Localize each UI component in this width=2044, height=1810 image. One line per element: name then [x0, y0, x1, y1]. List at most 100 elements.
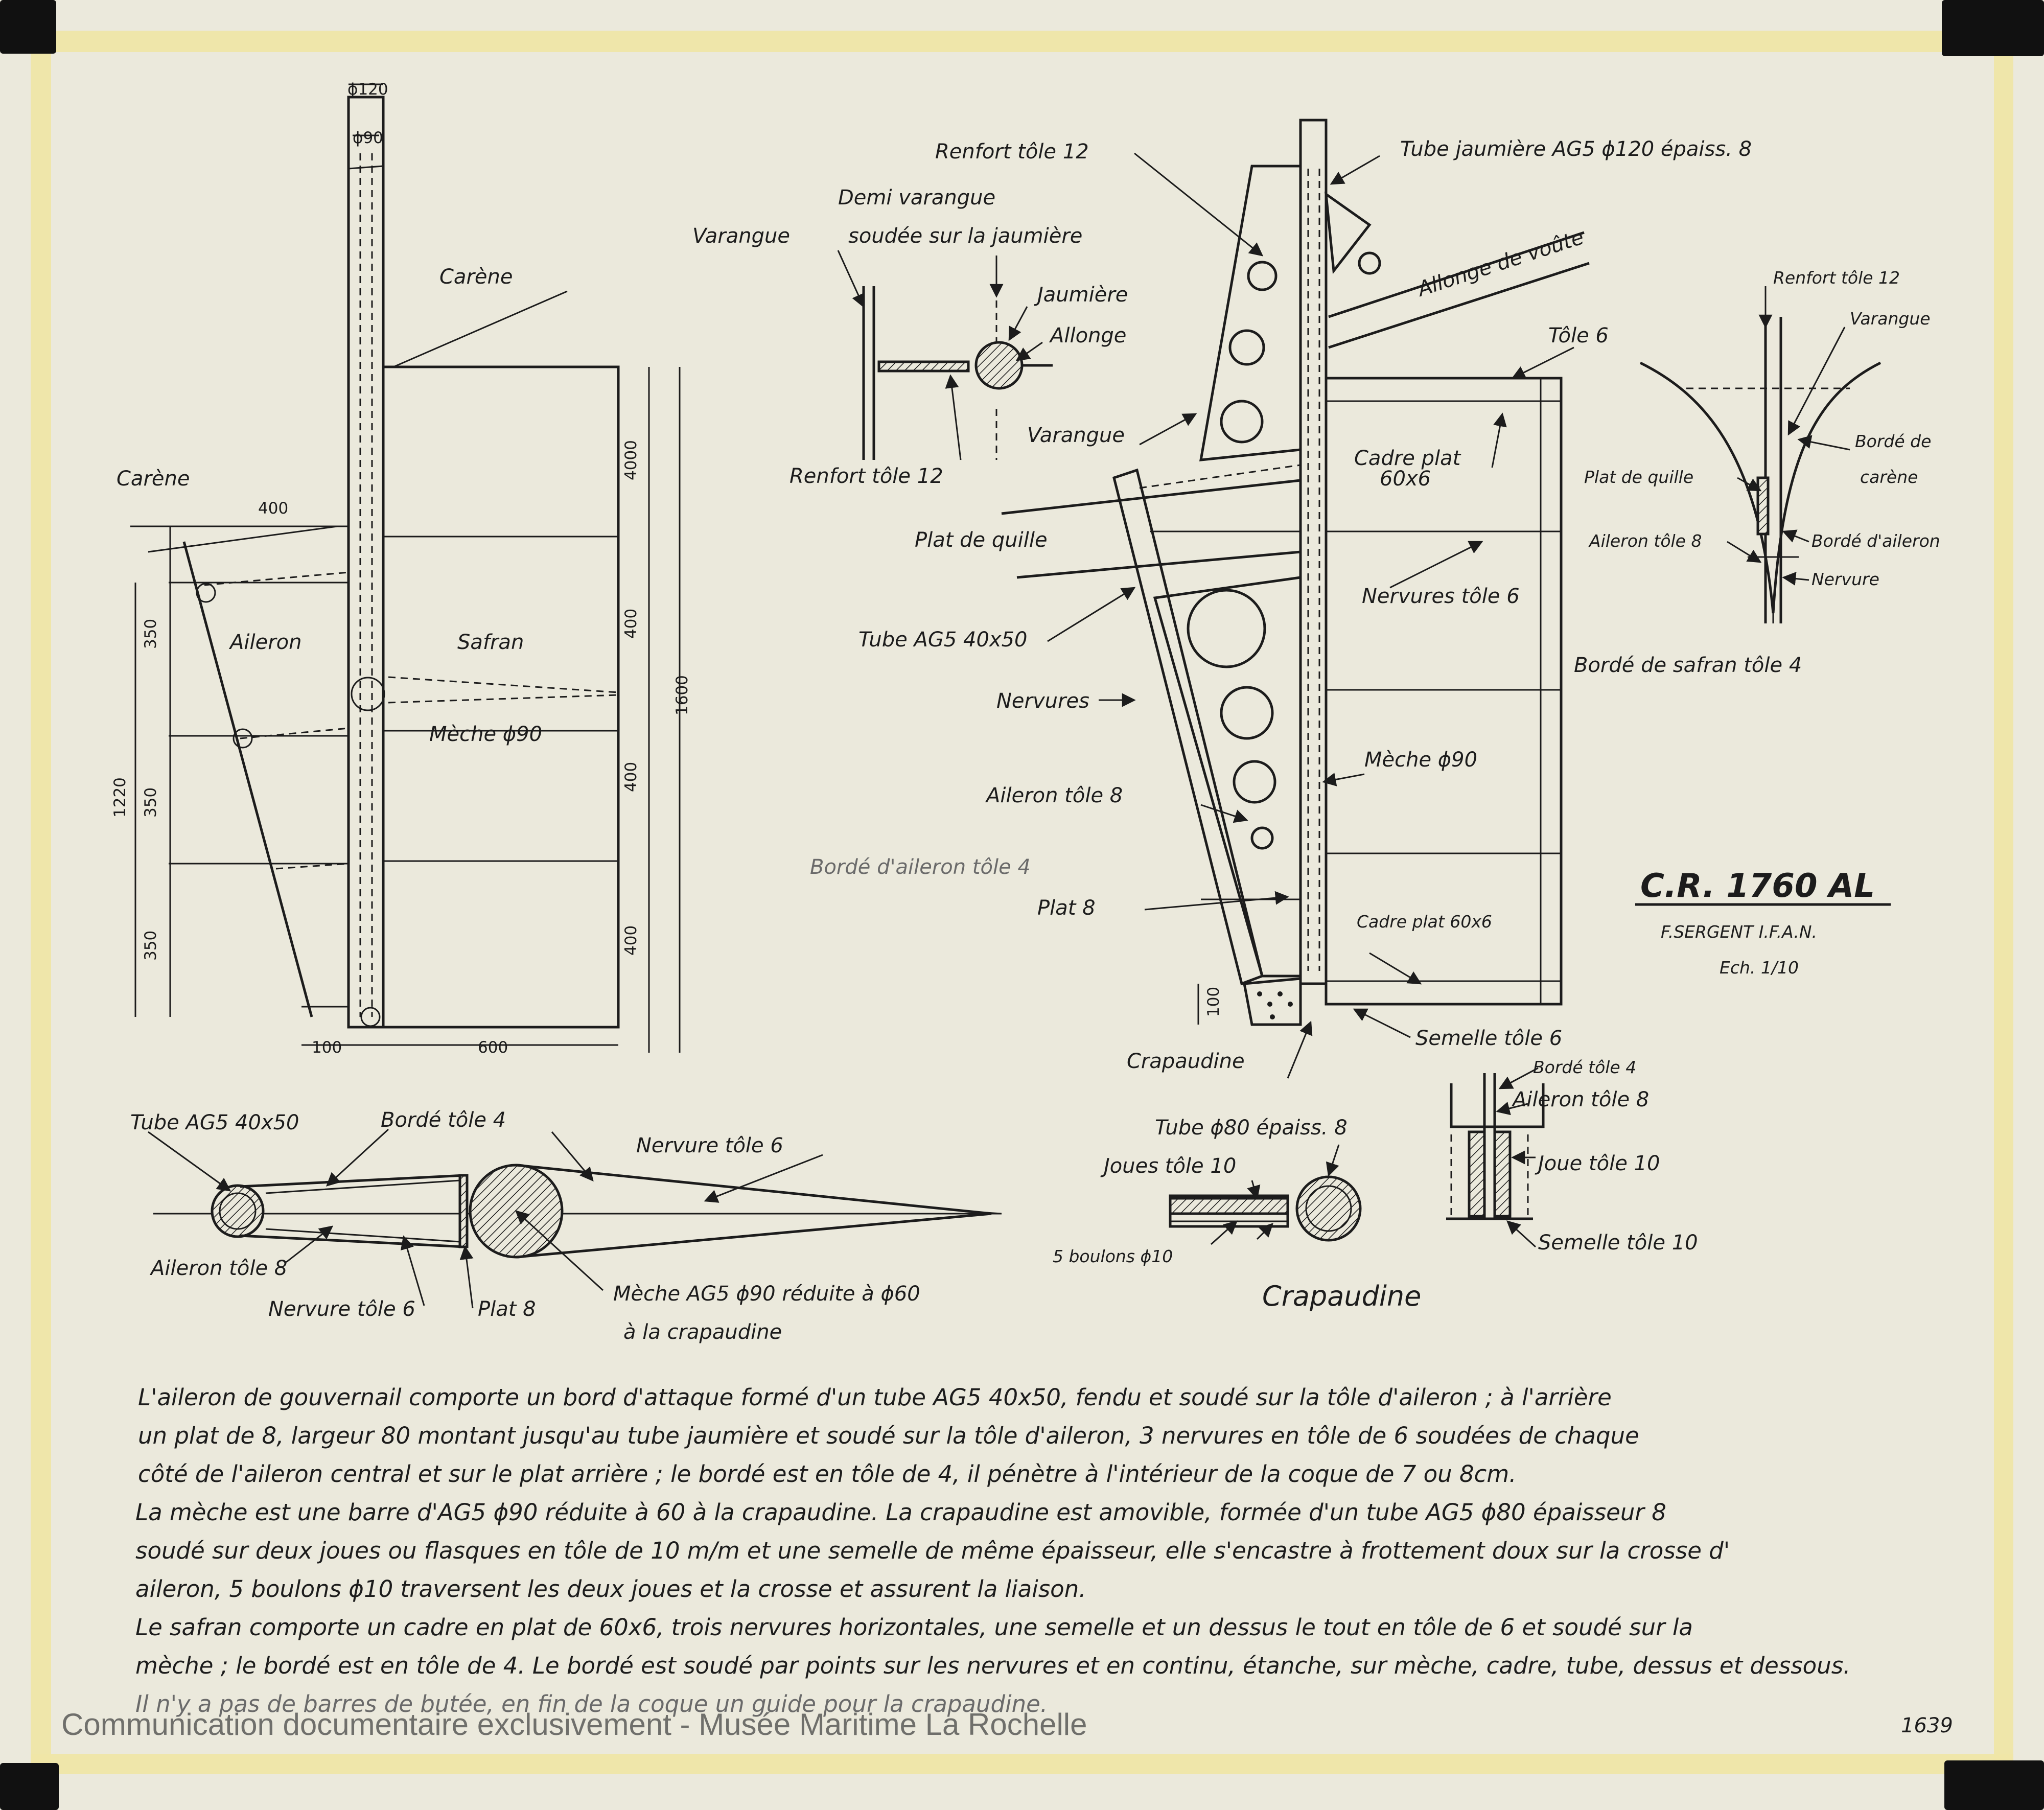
label-aileron: Aileron — [228, 631, 301, 654]
varangue-detail: Demi varangue soudée sur la jaumière Var… — [692, 186, 1128, 488]
label-demi-varangue: Demi varangue — [838, 186, 995, 210]
corner-clip-top-left — [0, 0, 56, 54]
label-cadre-plat: Cadre plat — [1354, 447, 1461, 470]
label-carene-left: Carène — [117, 467, 190, 491]
tape-bottom — [31, 1754, 2013, 1774]
dim-100: 100 — [312, 1038, 342, 1057]
label-renfort-detail: Renfort tôle 12 — [789, 465, 943, 488]
dim-phi90: ϕ90 — [353, 129, 383, 147]
side-view: Carène Carène Aileron Safran Mèche ϕ90 ϕ… — [111, 80, 691, 1057]
note-line: Il n'y a pas de barres de butée, en fin … — [135, 1690, 1048, 1718]
label-carene-top: Carène — [439, 265, 513, 289]
label-jaumiere: Jaumière — [1034, 283, 1128, 307]
safran-outline — [382, 365, 620, 1029]
label-semelle-joint: Semelle tôle 10 — [1538, 1231, 1698, 1255]
label-tole6: Tôle 6 — [1548, 324, 1609, 347]
label-plat-quille-right: Plat de quille — [1584, 467, 1693, 487]
label-tube-jaumiere: Tube jaumière AG5 ϕ120 épaiss. 8 — [1400, 137, 1752, 161]
corner-clip-bottom-left — [0, 1763, 59, 1810]
dim-600: 600 — [478, 1038, 508, 1057]
label-boulons: 5 boulons ϕ10 — [1053, 1246, 1173, 1266]
label-borde-safran: Bordé de safran tôle 4 — [1574, 654, 1802, 677]
label-nervure-bot-profile: Nervure tôle 6 — [268, 1297, 415, 1321]
label-aileron-joint: Aileron tôle 8 — [1511, 1088, 1649, 1111]
label-soudee-jaumiere: soudée sur la jaumière — [848, 224, 1082, 248]
label-plat-quille: Plat de quille — [915, 528, 1048, 552]
label-allonge: Allonge — [1049, 324, 1126, 347]
label-joues-crapaudine: Joues tôle 10 — [1100, 1154, 1236, 1178]
corner-clip-top-right — [1942, 0, 2044, 56]
label-aileron-tole8: Aileron tôle 8 — [985, 784, 1123, 807]
author: F.SERGENT I.F.A.N. — [1661, 922, 1817, 942]
title-block: C.R. 1760 AL F.SERGENT I.F.A.N. Ech. 1/1… — [1635, 867, 1891, 978]
keel-section: Renfort tôle 12 Varangue Bordé de carène… — [1584, 268, 1940, 623]
dim-400-c: 400 — [622, 925, 640, 956]
dim-350-a: 350 — [142, 619, 160, 649]
corner-clip-bottom-right — [1944, 1760, 2044, 1810]
tape-right — [1994, 31, 2013, 1773]
label-borde-profile: Bordé tôle 4 — [381, 1108, 506, 1132]
profile-section: Tube AG5 40x50 Bordé tôle 4 Nervure tôle… — [130, 1108, 1002, 1344]
dim-100-crapaudine: 100 — [1204, 987, 1223, 1017]
label-safran: Safran — [457, 631, 524, 654]
label-tube-profile: Tube AG5 40x50 — [130, 1111, 299, 1134]
label-renfort-right: Renfort tôle 12 — [1773, 268, 1900, 288]
label-nervure-right: Nervure — [1811, 569, 1879, 589]
rudder-stock-tube — [347, 96, 385, 1029]
label-varangue-right: Varangue — [1850, 309, 1931, 329]
label-varangue: Varangue — [1027, 424, 1125, 447]
label-allonge-voute: Allonge de voûte — [1413, 225, 1587, 301]
archive-number: 1639 — [1901, 1714, 1953, 1737]
label-plat-profile: Plat 8 — [478, 1297, 536, 1321]
label-meche-90: Mèche ϕ90 — [1364, 748, 1477, 772]
label-cadre-plat-60x6: Cadre plat 60x6 — [1357, 912, 1492, 932]
note-line: aileron, 5 boulons ϕ10 traversent les de… — [135, 1575, 1086, 1603]
notes: L'aileron de gouvernail comporte un bord… — [135, 1384, 1850, 1718]
label-nervures-tole6: Nervures tôle 6 — [1362, 585, 1520, 608]
dim-400-a: 400 — [622, 609, 640, 639]
joint-detail: Bordé tôle 4 Aileron tôle 8 Joue tôle 10… — [1446, 1057, 1698, 1255]
dim-phi120: ϕ120 — [347, 80, 388, 99]
watermark: Communication documentaire exclusivement… — [61, 1707, 1087, 1742]
tape-left — [31, 31, 51, 1773]
label-meche-profile-1: Mèche AG5 ϕ90 réduite à ϕ60 — [613, 1282, 920, 1306]
label-cadre-plat-dim: 60x6 — [1380, 467, 1431, 491]
label-borde-aileron: Bordé d'aileron tôle 4 — [810, 855, 1031, 879]
dim-350-c: 350 — [142, 931, 160, 961]
label-nervures: Nervures — [996, 689, 1089, 713]
label-aileron-profile: Aileron tôle 8 — [149, 1257, 287, 1280]
label-crapaudine-title: Crapaudine — [1262, 1280, 1421, 1312]
note-line: un plat de 8, largeur 80 montant jusqu'a… — [138, 1422, 1639, 1449]
dim-350-b: 350 — [142, 787, 160, 818]
label-nervure-top-profile: Nervure tôle 6 — [636, 1134, 783, 1157]
label-joue-joint: Joue tôle 10 — [1535, 1152, 1660, 1175]
dim-4000: 4000 — [622, 440, 640, 480]
note-line: Le safran comporte un cadre en plat de 6… — [135, 1614, 1693, 1641]
dim-1600: 1600 — [673, 675, 691, 715]
note-line: La mèche est une barre d'AG5 ϕ90 réduite… — [135, 1499, 1666, 1526]
note-line: soudé sur deux joues ou flasques en tôle… — [135, 1537, 1730, 1564]
note-line: L'aileron de gouvernail comporte un bord… — [138, 1384, 1612, 1411]
label-meche: Mèche ϕ90 — [429, 723, 542, 746]
note-line: côté de l'aileron central et sur le plat… — [138, 1460, 1517, 1488]
label-tube-ag5: Tube AG5 40x50 — [858, 628, 1027, 652]
dim-400-top: 400 — [258, 499, 288, 518]
label-semelle-tole6: Semelle tôle 6 — [1415, 1027, 1562, 1050]
label-aileron-right: Aileron tôle 8 — [1588, 531, 1702, 551]
label-plat8: Plat 8 — [1037, 896, 1096, 920]
label-borde-aileron-right: Bordé d'aileron — [1811, 531, 1940, 551]
scale: Ech. 1/10 — [1720, 958, 1799, 978]
dim-1220: 1220 — [111, 777, 129, 818]
label-borde-de: Bordé de — [1855, 431, 1931, 451]
tape-top — [31, 31, 2013, 52]
label-carene-right: carène — [1860, 467, 1918, 487]
label-crapaudine: Crapaudine — [1127, 1050, 1245, 1073]
note-line: mèche ; le bordé est en tôle de 4. Le bo… — [135, 1652, 1850, 1679]
label-renfort-tole12: Renfort tôle 12 — [935, 140, 1089, 164]
label-varangue-detail: Varangue — [692, 224, 790, 248]
drawing-id: C.R. 1760 AL — [1640, 867, 1875, 905]
assembly-view: Renfort tôle 12 Tube jaumière AG5 ϕ120 é… — [810, 119, 1802, 1079]
label-tube-crapaudine: Tube ϕ80 épaiss. 8 — [1155, 1116, 1348, 1140]
crapaudine-detail: Tube ϕ80 épaiss. 8 Joues tôle 10 5 boulo… — [1053, 1116, 1421, 1312]
